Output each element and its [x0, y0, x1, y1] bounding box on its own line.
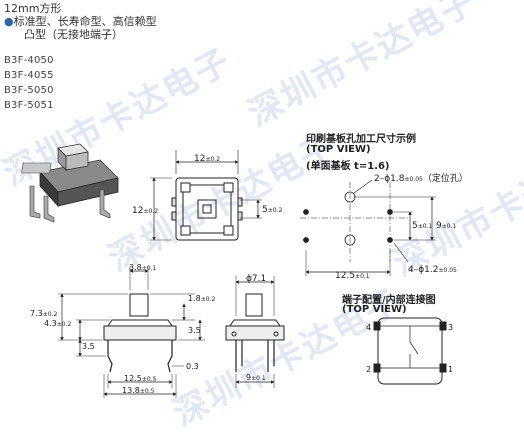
type-label: 标准型、长寿命型、高信赖型 — [13, 15, 157, 28]
front-dim-03: 0.3 — [186, 362, 199, 371]
terminal-diagram — [373, 317, 447, 385]
pcb-view: (TOP VIEW) — [306, 144, 371, 155]
pin-2: 2 — [366, 365, 371, 374]
bullet-icon: ● — [4, 15, 14, 28]
side-dim-dia: ϕ7.1 — [246, 274, 266, 284]
type-line: ●标准型、长寿命型、高信赖型 — [4, 15, 157, 28]
front-dim-35a: 3.5 — [188, 326, 201, 335]
side-view-drawing — [225, 276, 285, 388]
top-dim-w: 12±0.2 — [194, 154, 220, 164]
pcb-dim-h2: 9±0.1 — [436, 221, 456, 231]
top-view-drawing — [150, 150, 262, 241]
terminal-view: (TOP VIEW) — [342, 304, 407, 315]
pin-4: 4 — [366, 323, 371, 332]
pcb-dim-w: 12.5±0.1 — [335, 271, 370, 281]
pcb-hole-locate: 2–ϕ1.8±0.05（定位孔） — [374, 172, 468, 184]
pcb-subtitle: (单面基板 t=1.6) — [306, 161, 390, 172]
pcb-title: 印刷基板孔加工尺寸示例 — [306, 134, 416, 145]
model-1: B3F-4050 — [4, 55, 54, 66]
pin-1: 1 — [448, 365, 453, 374]
header-block: 12mm方形 ●标准型、长寿命型、高信赖型 凸型（无接地端子） — [4, 2, 157, 41]
front-dim-43: 4.3±0.2 — [44, 319, 71, 328]
front-dim-125: 12.5±0.5 — [124, 374, 157, 383]
front-view-drawing — [58, 266, 205, 398]
variant-label: 凸型（无接地端子） — [24, 28, 123, 41]
drawing-canvas: 12±0.2 12±0.2 5±0.2 12.5±0.1 5±0.1 9±0.1… — [21, 143, 468, 398]
front-dim-73: 7.3±0.2 — [30, 309, 57, 318]
switch-3d-image — [21, 143, 119, 223]
pin-3: 3 — [448, 323, 453, 332]
model-3: B3F-5050 — [4, 85, 54, 96]
front-dim-138: 13.8±0.5 — [122, 386, 155, 395]
terminal-title: 端子配置/内部连接图 — [342, 295, 436, 306]
pcb-hole-drawing — [300, 179, 436, 276]
size-label: 12mm方形 — [4, 2, 62, 15]
front-dim-18: 1.8±0.2 — [188, 294, 215, 303]
top-dim-btn: 5±0.2 — [262, 205, 282, 215]
model-2: B3F-4055 — [4, 70, 54, 81]
model-4: B3F-5051 — [4, 100, 54, 111]
top-dim-h: 12±0.2 — [132, 206, 158, 216]
pcb-hole-term: 4–ϕ1.2±0.05 — [408, 265, 457, 275]
side-dim-9: 9±0.1 — [246, 373, 266, 382]
front-dim-35b: 3.5 — [82, 342, 95, 351]
front-dim-top: 3.8±0.1 — [129, 263, 156, 272]
pcb-dim-h1: 5±0.1 — [412, 221, 432, 231]
